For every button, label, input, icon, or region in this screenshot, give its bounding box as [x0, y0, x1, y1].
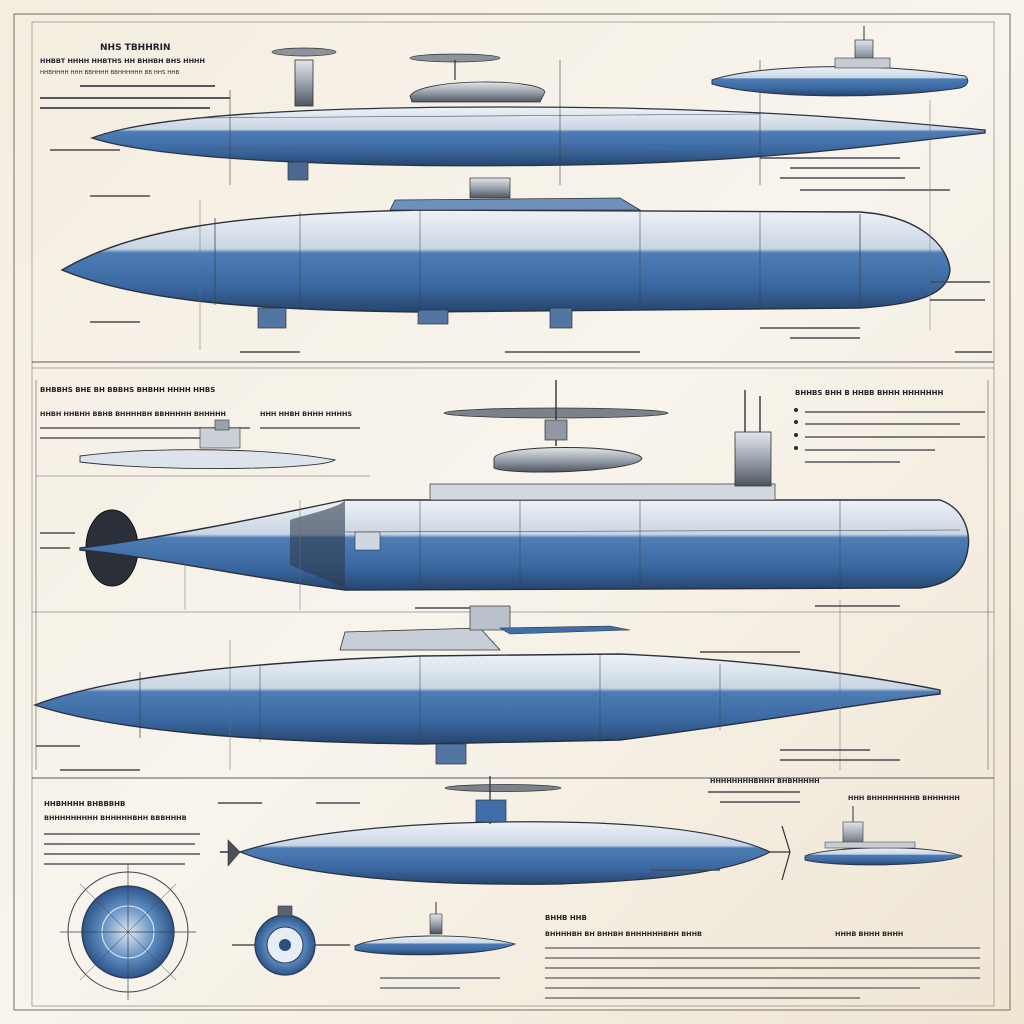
submarine-small-top-right — [711, 26, 969, 97]
right-panel-title: BHHBS BHH B HHBB BHHH HHHHHHH — [795, 389, 943, 397]
footer-right-title: HHHHHHHHBHHH BHBHHHHH — [710, 777, 820, 785]
footer-mid-subtitle: BHHHHBH BH BHHBH BHHHHHHBHH BHHB — [545, 930, 702, 938]
header-line-2: HHBHHHH HHH BBHHHH BBHHHHHH BB HHS HHB — [40, 70, 180, 76]
footer-left-title-1: HHBHHHH BHBBBHB — [44, 800, 125, 808]
outer-border — [13, 13, 1011, 1011]
submarine-footer-right-small: HHH BHHHHHHHHB BHHHHHH — [804, 794, 964, 866]
submarine-large-upper — [60, 177, 992, 353]
submarine-top-side-view — [50, 47, 986, 197]
callout-lines — [90, 281, 992, 353]
section-2-title: BHBBHS BHE BH BBBHS BHBHH HHHH HHBS — [40, 386, 215, 394]
section-2-subtitle-right: HHH HHBH BHHH HHHHS — [260, 410, 352, 418]
callout-lines — [50, 149, 950, 197]
footer-mid-title: BHHB HHB — [545, 914, 587, 922]
header-block: NHS TBHHRIN HHBBT HHHH HHBTHS HH BHHBH B… — [40, 43, 230, 109]
header-line-1: HHBBT HHHH HHBTHS HH BHHBH BHS HHHH — [40, 57, 205, 65]
callout-lines — [40, 532, 900, 609]
footer-text-block: BHHB HHB BHHHHBH BH BHHBH BHHHHHHBHH BHH… — [545, 777, 980, 999]
right-info-panel: BHHBS BHH B HHBB BHHH HHHHHHH — [794, 389, 985, 463]
section-dividers — [32, 361, 994, 779]
footer-right-subtitle: HHHB BHHH BHHH — [835, 930, 903, 938]
footer-right-caption: HHH BHHHHHHHHB BHHHHHH — [848, 794, 960, 802]
footer-left-title-2: BHHHHHHHHH BHHHHHBHH BBBHHHB — [44, 814, 187, 822]
torpedo-front-view — [232, 905, 350, 976]
body-text-lines — [545, 947, 980, 999]
dimension-lines — [184, 100, 931, 770]
submarine-center-main — [40, 380, 970, 609]
submarine-footer-main — [218, 776, 800, 885]
inner-border — [31, 21, 995, 1007]
callout-lines — [218, 791, 800, 871]
sheet-title: NHS TBHHRIN — [100, 43, 171, 53]
cross-section-diagram — [60, 864, 196, 1000]
submarine-small-mid-left — [36, 419, 370, 477]
section-2-subtitle: HHBH HHBHH BBHB BHHHHBH BBHHHHH BHHHHH — [40, 410, 226, 418]
submarine-lower-large — [32, 605, 941, 771]
submarine-footer-small-mid — [354, 902, 517, 989]
footer-left-block: HHBHHHH BHBBBHB BHHHHHHHHH BHHHHHBHH BBB… — [44, 800, 200, 1000]
